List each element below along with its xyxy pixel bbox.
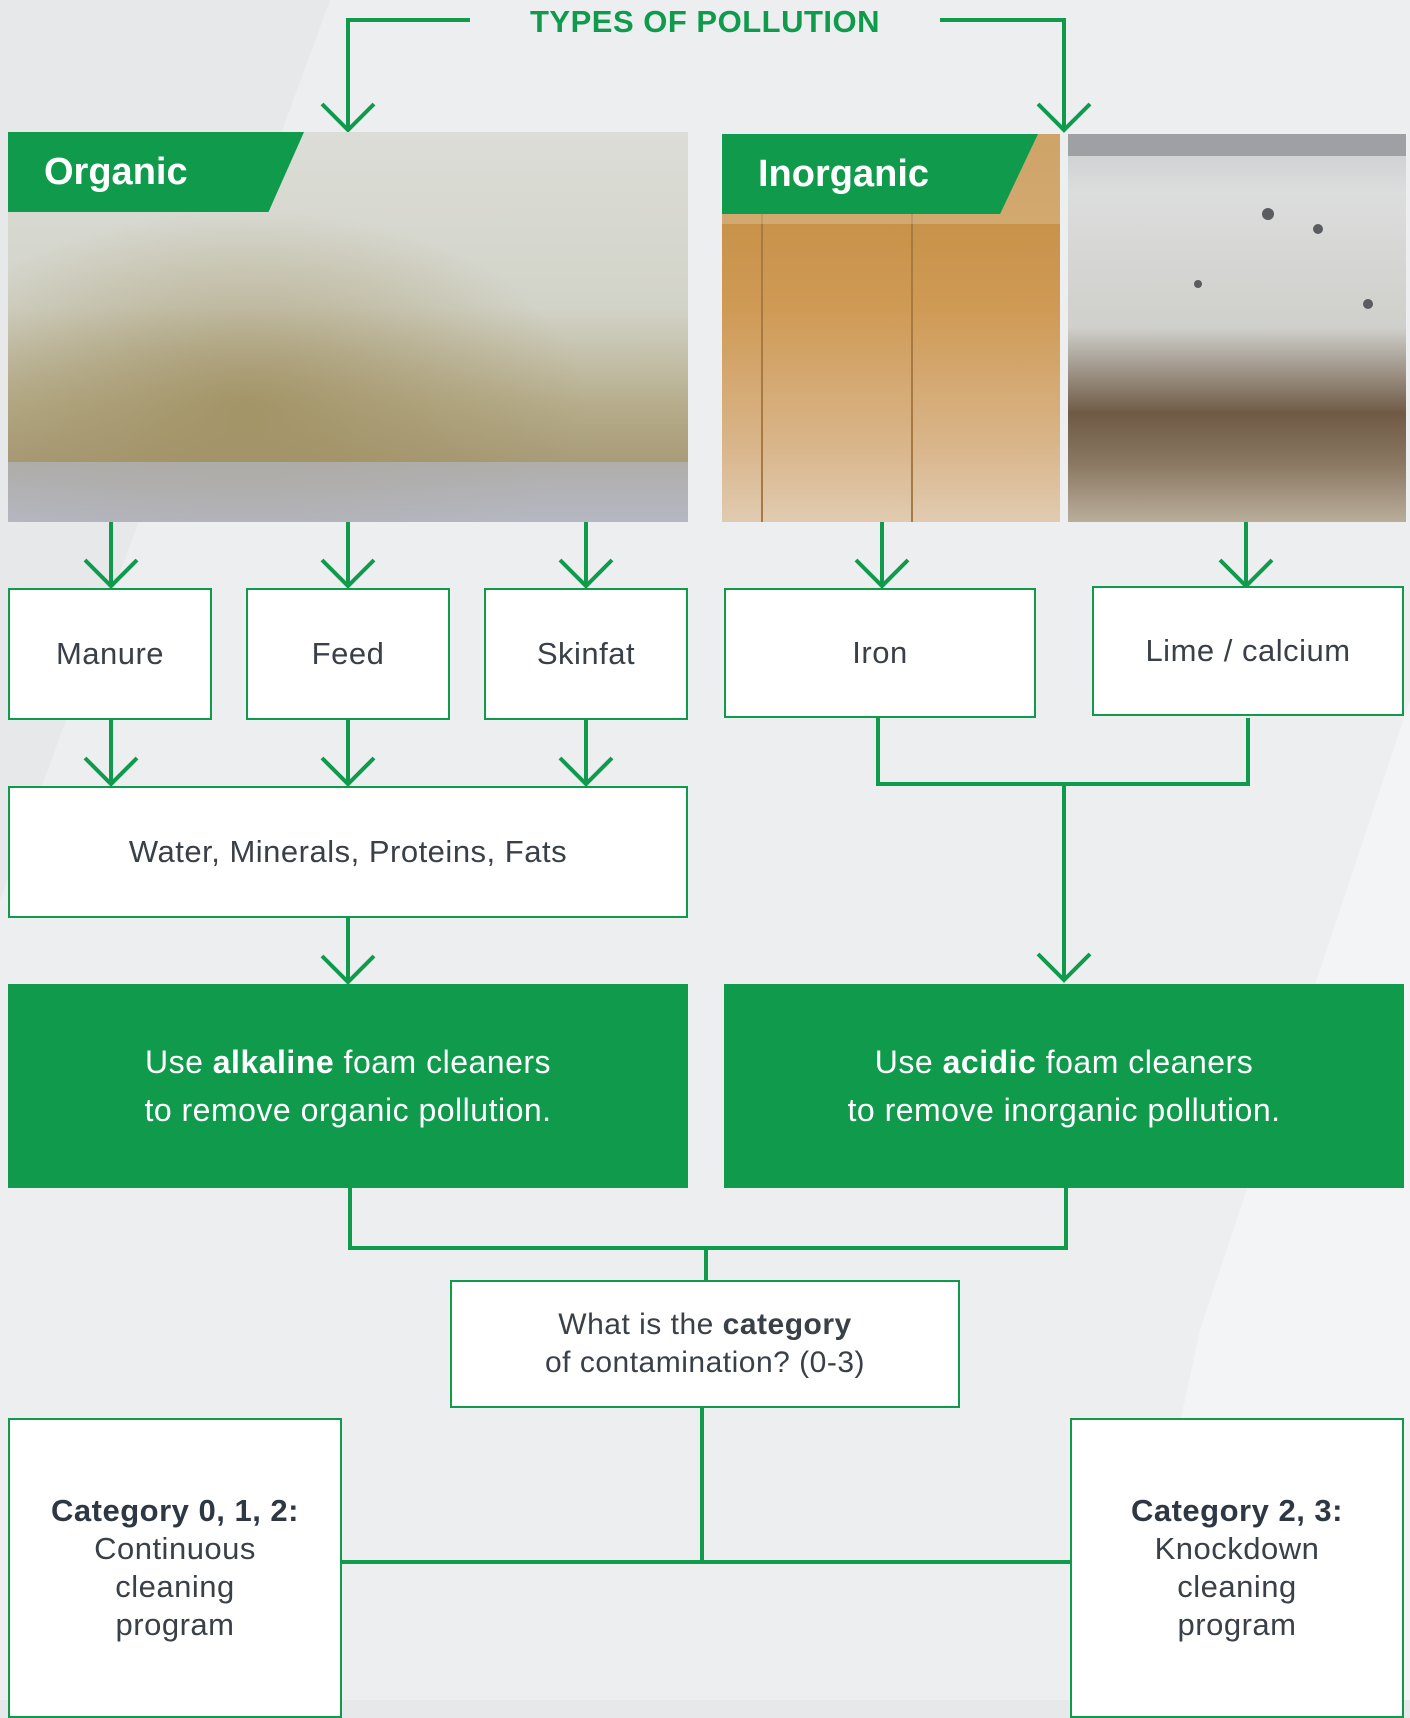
alkaline-advice-box: Use alkaline foam cleaners to remove org…: [8, 984, 688, 1188]
source-iron: Iron: [724, 588, 1036, 718]
outcome-continuous-line: cleaning: [115, 1569, 235, 1604]
outcome-knockdown: Category 2, 3: Knockdown cleaning progra…: [1070, 1418, 1404, 1718]
outcome-continuous-line: Continuous: [94, 1531, 256, 1566]
alkaline-advice-line2: to remove organic pollution.: [144, 1092, 552, 1128]
lime-deposit-image: [1068, 134, 1406, 522]
acidic-advice-line1: Use acidic foam cleaners: [874, 1044, 1254, 1080]
outcome-knockdown-line: Knockdown: [1154, 1531, 1320, 1566]
organic-label: Organic: [8, 132, 304, 212]
source-feed: Feed: [246, 588, 450, 720]
lime-pollution-photo: [1068, 134, 1406, 522]
category-question: What is the category of contamination? (…: [450, 1280, 960, 1408]
outcome-knockdown-line: program: [1177, 1607, 1297, 1642]
acidic-advice-box: Use acidic foam cleaners to remove inorg…: [724, 984, 1404, 1188]
outcome-continuous-line: program: [115, 1607, 235, 1642]
organic-composition: Water, Minerals, Proteins, Fats: [8, 786, 688, 918]
question-line1: What is the category: [558, 1308, 852, 1341]
question-line2: of contamination? (0-3): [545, 1346, 865, 1379]
source-manure: Manure: [8, 588, 212, 720]
diagram-title: TYPES OF POLLUTION: [529, 4, 880, 39]
acidic-advice-line2: to remove inorganic pollution.: [847, 1092, 1281, 1128]
inorganic-label: Inorganic: [722, 134, 1038, 214]
outcome-knockdown-heading: Category 2, 3:: [1130, 1493, 1343, 1528]
source-skinfat: Skinfat: [484, 588, 688, 720]
outcome-continuous-heading: Category 0, 1, 2:: [51, 1493, 299, 1528]
source-lime-calcium: Lime / calcium: [1092, 586, 1404, 716]
outcome-continuous: Category 0, 1, 2: Continuous cleaning pr…: [8, 1418, 342, 1718]
alkaline-advice-line1: Use alkaline foam cleaners: [144, 1044, 552, 1080]
outcome-knockdown-line: cleaning: [1177, 1569, 1297, 1604]
